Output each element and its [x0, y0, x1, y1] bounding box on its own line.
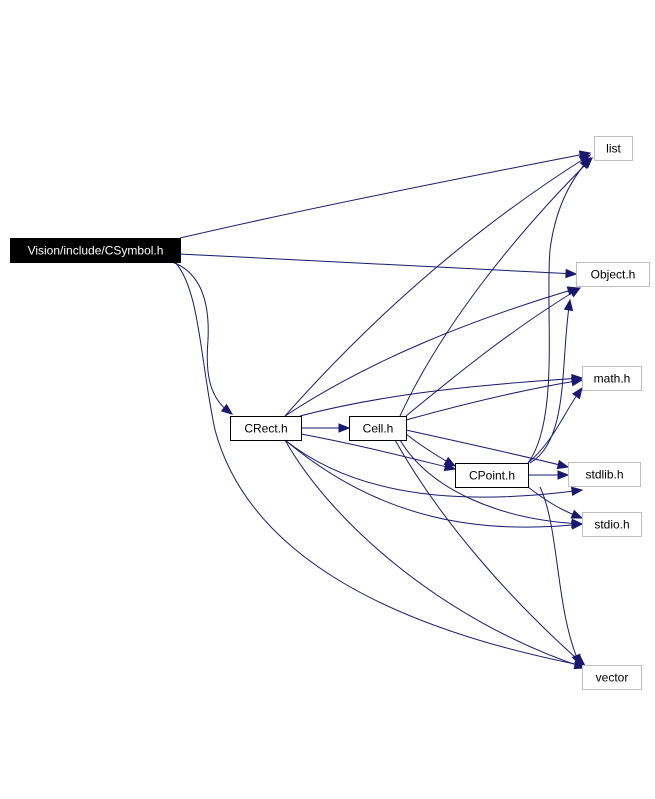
edge-line — [405, 287, 581, 417]
arrowhead — [557, 470, 570, 480]
arrowhead — [563, 298, 574, 312]
edge-line — [174, 261, 586, 667]
node-label: Object.h — [591, 268, 636, 282]
edge-line — [299, 377, 583, 417]
edge-cpoint-to-vector — [539, 486, 581, 667]
edge-line — [527, 157, 591, 464]
edge-crect-to-cell — [301, 423, 351, 433]
node-stdlib: stdlib.h — [568, 462, 641, 487]
edge-line — [394, 439, 586, 667]
edge-crect-to-object — [284, 286, 580, 417]
edge-crect-to-list — [284, 154, 592, 417]
node-box — [582, 366, 642, 391]
arrowhead — [571, 653, 581, 667]
edge-cpoint-to-math — [527, 386, 583, 464]
arrowhead — [338, 423, 351, 433]
edge-cell-to-stdlib — [405, 429, 570, 470]
arrowhead — [571, 518, 584, 529]
node-cell[interactable]: Cell.h — [349, 416, 407, 441]
node-box — [594, 136, 633, 161]
node-stdio: stdio.h — [582, 512, 642, 537]
node-box — [230, 416, 302, 441]
edge-line — [399, 157, 593, 417]
edge-csymbol-to-object — [179, 253, 578, 279]
edge-cpoint-to-stdlib — [528, 470, 570, 480]
arrowhead — [443, 456, 457, 467]
edge-csymbol-to-list — [179, 150, 592, 239]
node-label: CPoint.h — [469, 469, 515, 483]
arrowhead — [572, 386, 583, 400]
node-box — [568, 462, 641, 487]
node-vector: vector — [582, 665, 642, 690]
arrowhead — [570, 509, 584, 519]
node-object: Object.h — [576, 262, 650, 287]
node-math: math.h — [582, 366, 642, 391]
node-box — [582, 512, 642, 537]
node-label: Cell.h — [363, 422, 394, 436]
node-label: list — [606, 142, 621, 156]
node-box — [10, 238, 181, 263]
node-label: vector — [596, 671, 629, 685]
node-box — [455, 463, 529, 488]
arrowhead — [565, 268, 578, 279]
edge-line — [179, 253, 577, 275]
node-crect[interactable]: CRect.h — [230, 416, 302, 441]
edge-crect-to-math — [299, 373, 584, 417]
edge-line — [405, 379, 583, 421]
edge-line — [405, 429, 569, 468]
arrowhead — [568, 287, 582, 298]
edge-line — [284, 439, 586, 669]
edge-csymbol-to-crect — [171, 261, 234, 415]
edge-crect-to-vector — [284, 439, 587, 670]
edge-cell-to-stdio — [399, 439, 584, 529]
arrowhead — [579, 156, 591, 170]
edge-line — [284, 154, 591, 417]
node-cpoint[interactable]: CPoint.h — [455, 463, 529, 488]
node-list: list — [594, 136, 633, 161]
node-box — [576, 262, 650, 287]
arrowhead — [571, 486, 584, 496]
edge-line — [529, 299, 571, 464]
node-csymbol[interactable]: Vision/include/CSymbol.h — [10, 238, 181, 263]
edge-cpoint-to-object — [529, 298, 574, 464]
edge-line — [539, 486, 581, 666]
node-label: stdio.h — [594, 518, 629, 532]
edge-cpoint-to-list — [527, 156, 591, 464]
edge-line — [284, 439, 583, 528]
node-label: Vision/include/CSymbol.h — [28, 244, 164, 258]
edge-line — [171, 261, 233, 415]
edge-cell-to-cpoint — [405, 433, 457, 467]
edge-line — [399, 439, 583, 525]
edge-line — [179, 152, 591, 239]
node-box — [349, 416, 407, 441]
edge-line — [284, 287, 579, 417]
edge-line — [284, 439, 583, 498]
arrowhead — [556, 459, 570, 470]
node-label: stdlib.h — [585, 468, 623, 482]
edge-cpoint-to-stdio — [527, 486, 584, 519]
node-label: math.h — [594, 372, 631, 386]
node-label: CRect.h — [244, 422, 287, 436]
edge-layer — [171, 150, 593, 670]
node-box — [582, 665, 642, 690]
edge-line — [300, 433, 456, 470]
edge-cell-to-object — [405, 287, 582, 417]
arrowhead — [570, 377, 584, 387]
edge-crect-to-stdlib — [284, 439, 584, 498]
edge-cell-to-math — [405, 377, 584, 421]
arrowhead — [220, 403, 234, 415]
